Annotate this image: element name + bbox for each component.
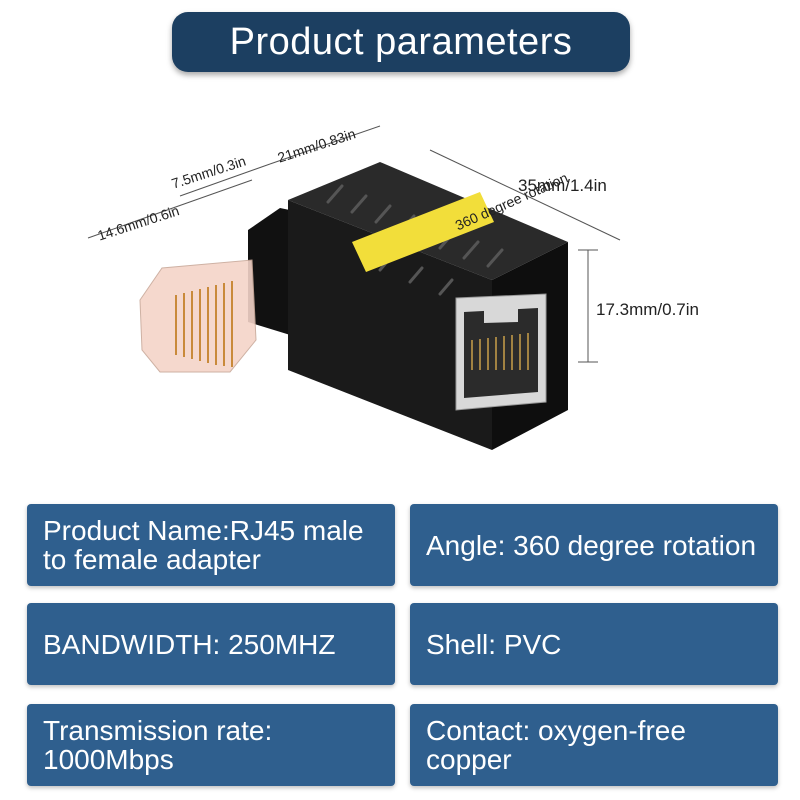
- spec-text: Product Name:RJ45 male to female adapter: [43, 515, 364, 575]
- jack-pins: [471, 333, 529, 370]
- plug-pins: [175, 281, 233, 367]
- dimension-lines: [87, 125, 621, 363]
- spec-text: Contact: oxygen-free copper: [426, 715, 686, 775]
- spec-text: BANDWIDTH: 250MHZ: [43, 628, 336, 660]
- rj45-jack-opening: [464, 308, 538, 398]
- rj45-plug: [139, 259, 257, 373]
- spec-card-contact: Contact: oxygen-free copper: [410, 704, 778, 786]
- product-illustration: 360 degree rotation 14.6mm/0.6in 7.5mm/0…: [80, 110, 760, 490]
- spec-card-angle: Angle: 360 degree rotation: [410, 504, 778, 586]
- spec-card-bandwidth: BANDWIDTH: 250MHZ: [27, 603, 395, 685]
- jack-latch: [484, 307, 518, 323]
- dimension-length: 35mm/1.4in: [518, 176, 607, 195]
- spec-text: Shell: PVC: [426, 628, 562, 660]
- adapter-image: [87, 125, 621, 450]
- spec-text: Transmission rate: 1000Mbps: [43, 715, 273, 775]
- title-banner: Product parameters: [172, 12, 630, 72]
- spec-card-shell: Shell: PVC: [410, 603, 778, 685]
- spec-card-transmission-rate: Transmission rate: 1000Mbps: [27, 704, 395, 786]
- spec-card-product-name: Product Name:RJ45 male to female adapter: [27, 504, 395, 586]
- yellow-band: [352, 192, 494, 272]
- page-title: Product parameters: [229, 20, 573, 63]
- spec-text: Angle: 360 degree rotation: [426, 529, 757, 561]
- dimension-height: 17.3mm/0.7in: [596, 300, 699, 319]
- body-front: [288, 200, 492, 450]
